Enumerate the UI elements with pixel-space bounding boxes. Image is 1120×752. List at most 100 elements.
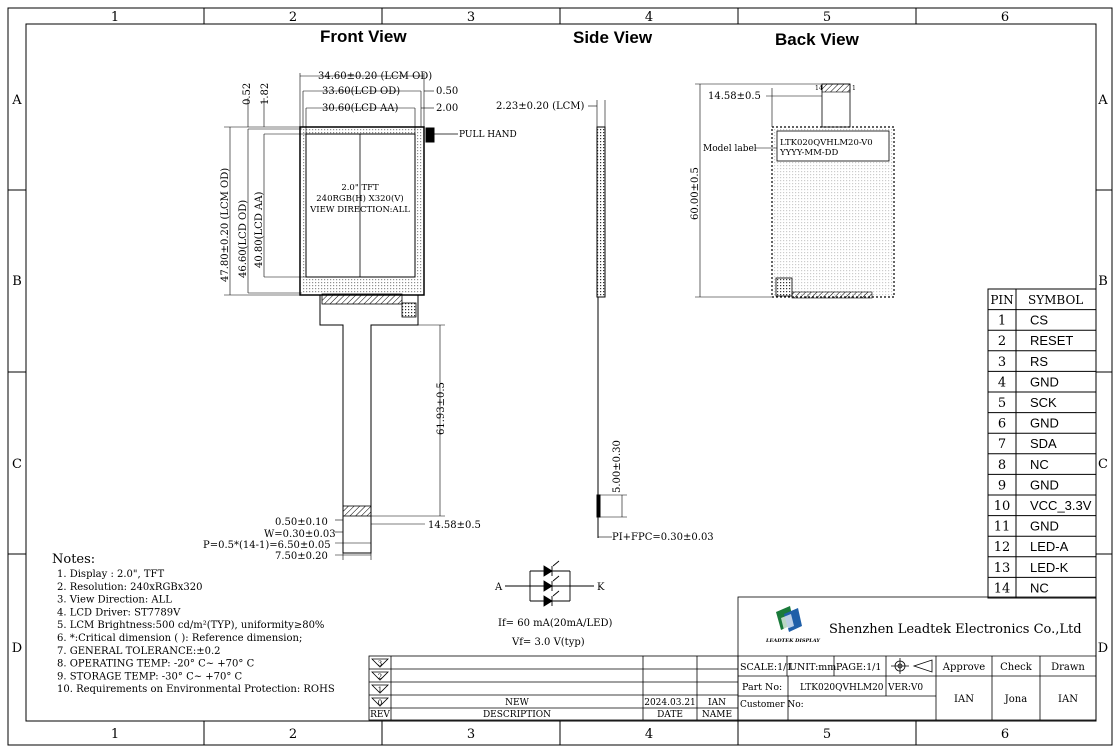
pin-symbol: RS [1030, 354, 1048, 369]
display-text-1: 2.0" TFT [341, 183, 379, 193]
rev-row0-name: IAN [708, 698, 726, 708]
pin-symbol: VCC_3.3V [1030, 498, 1092, 513]
dim-top-052: 0.52 [242, 83, 253, 105]
pin-number: 9 [998, 478, 1006, 493]
check-name: Jona [1004, 694, 1027, 705]
dim-side-fpc: PI+FPC=0.30±0.03 [612, 532, 714, 543]
row-label-b-right: B [1098, 274, 1108, 289]
pin-number: 13 [994, 561, 1011, 576]
pull-hand-label: PULL HAND [459, 130, 517, 140]
dim-back-height: 60.00±0.5 [690, 167, 701, 220]
rev-row0-date: 2024.03.21 [644, 698, 696, 708]
note-item: 10. Requirements on Environmental Protec… [57, 684, 335, 695]
row-label-c-right: C [1098, 457, 1108, 472]
col-label-4-bottom: 4 [645, 727, 653, 742]
col-label-3: 3 [467, 10, 475, 25]
pin-number: 12 [994, 540, 1011, 555]
pin-number: 10 [994, 499, 1011, 514]
dim-fpc-width: 14.58±0.5 [428, 520, 481, 531]
rev-header-date: DATE [657, 710, 683, 720]
led-diode-2 [543, 575, 560, 592]
back-pin-14-label: 14 [815, 85, 823, 92]
led-cathode-label: K [597, 582, 605, 593]
drawn-name: IAN [1058, 694, 1078, 705]
display-text-3: VIEW DIRECTION:ALL [309, 205, 410, 215]
pin-symbol: GND [1030, 374, 1059, 389]
row-label-d: D [12, 641, 22, 656]
title-block: LEADTEK DISPLAY Shenzhen Leadtek Electro… [737, 596, 1097, 721]
dim-pin-thickness: 0.50±0.10 [275, 517, 328, 528]
leadtek-logo [776, 606, 802, 632]
pin-symbol: RESET [1030, 333, 1073, 348]
pin-symbol: SCK [1030, 395, 1057, 410]
pin-number: 7 [998, 437, 1006, 452]
dim-connector-width: 7.50±0.20 [275, 551, 328, 562]
note-item: 1. Display : 2.0", TFT [57, 569, 164, 580]
rev-mark-2: 2 [378, 673, 382, 681]
back-pin-1-label: 1 [852, 85, 856, 92]
version-cell: VER:V0 [887, 683, 923, 693]
dim-pitch: P=0.5*(14-1)=6.50±0.05 [203, 540, 331, 551]
led-schematic [505, 560, 594, 607]
pin-number: 11 [994, 520, 1011, 535]
active-area [305, 133, 416, 278]
approve-name: IAN [954, 694, 974, 705]
row-label-c: C [12, 457, 22, 472]
dim-right-200: 2.00 [436, 103, 458, 114]
note-item: 6. *:Critical dimension ( ): Reference d… [57, 633, 302, 644]
rev-mark-1: 1 [378, 686, 382, 694]
pin-number: 8 [998, 458, 1006, 473]
pin-symbol: CS [1030, 313, 1048, 328]
note-item: 7. GENERAL TOLERANCE:±0.2 [57, 646, 221, 657]
check-header: Check [1000, 662, 1033, 673]
unit-cell: UNIT:mm [789, 662, 836, 673]
note-item: 4. LCD Driver: ST7789V [57, 607, 181, 618]
display-text-2: 240RGB(H) X320(V) [316, 193, 403, 204]
pin-symbol: SDA [1030, 436, 1057, 451]
note-item: 5. LCM Brightness:500 cd/m²(TYP), unifor… [57, 620, 324, 631]
dim-lcm-od-height: 47.80±0.20 (LCM OD) [220, 168, 231, 282]
page-cell: PAGE:1/1 [836, 662, 881, 673]
col-label-1-bottom: 1 [111, 727, 119, 742]
rev-mark-0: 0 [378, 699, 382, 707]
notes-heading: Notes: [52, 552, 95, 567]
note-item: 9. STORAGE TEMP: -30° C~ +70° C [57, 671, 243, 682]
dim-lcm-od-width: 34.60±0.20 (LCM OD) [318, 71, 432, 82]
row-label-a-right: A [1097, 93, 1108, 108]
dim-right-050: 0.50 [436, 86, 458, 97]
logo-text: LEADTEK DISPLAY [765, 638, 820, 644]
fpc-tail [319, 295, 419, 554]
side-view-title: Side View [573, 28, 653, 47]
pin-header: PIN [990, 293, 1013, 307]
dim-lcd-od-width: 33.60(LCD OD) [322, 86, 400, 97]
col-label-5: 5 [823, 10, 831, 25]
led-voltage-text: Vf= 3.0 V(typ) [511, 637, 585, 648]
led-anode-label: A [494, 582, 503, 593]
scale-cell: SCALE:1/1 [740, 662, 792, 673]
front-view-title: Front View [320, 27, 407, 46]
pin-symbol: LED-K [1030, 560, 1069, 575]
model-label-line-1: LTK020QVHLM20-V0 [780, 138, 873, 148]
col-label-4: 4 [645, 10, 653, 25]
customer-no-label: Customer No: [740, 700, 804, 710]
pin-number: 3 [998, 355, 1006, 370]
model-label-box [776, 130, 890, 162]
revision-table: 3 2 1 0 NEW 2024.03.21 IAN REV DESCRIPTI… [368, 655, 739, 721]
dim-side-stiffener: 5.00±0.30 [612, 440, 623, 493]
pin-symbol: GND [1030, 519, 1059, 534]
col-label-6: 6 [1001, 10, 1009, 25]
part-no-label: Part No: [742, 682, 782, 693]
col-label-2: 2 [289, 10, 297, 25]
symbol-header: SYMBOL [1028, 293, 1083, 307]
led-diode-1 [543, 560, 560, 577]
pin-number: 6 [998, 417, 1006, 432]
dim-lcd-aa-width: 30.60(LCD AA) [322, 103, 398, 114]
pin-number: 5 [998, 396, 1006, 411]
rev-row0-desc: NEW [505, 698, 529, 708]
pin-symbol: GND [1030, 416, 1059, 431]
note-item: 8. OPERATING TEMP: -20° C~ +70° C [57, 659, 255, 670]
pin-symbol: GND [1030, 477, 1059, 492]
